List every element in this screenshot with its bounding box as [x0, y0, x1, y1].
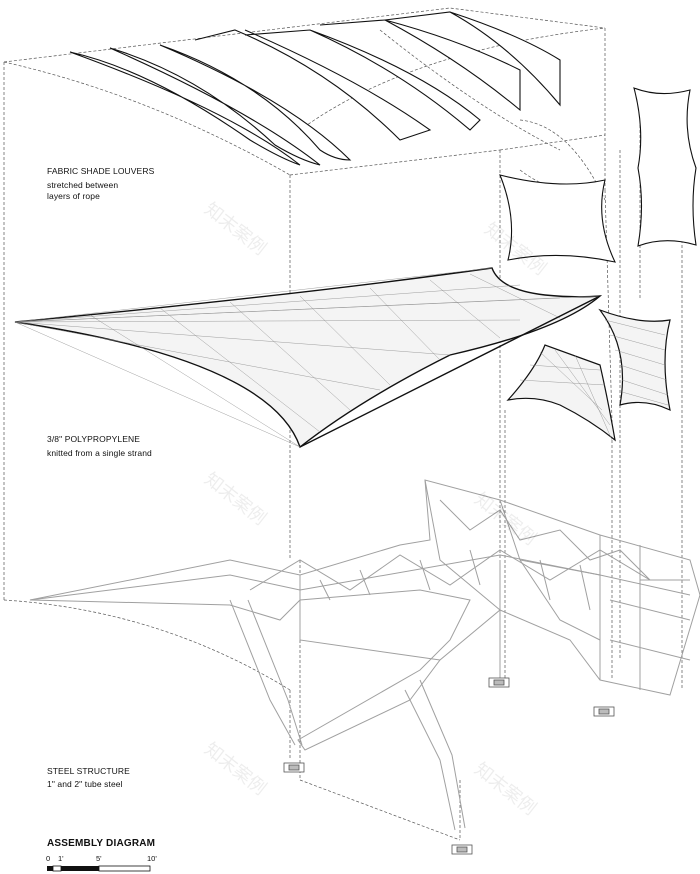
polypropylene-net: [14, 267, 671, 449]
scale-tick: 5': [96, 854, 102, 863]
scale-tick: 0: [46, 854, 51, 863]
fabric-shade-louvers: [69, 11, 697, 263]
scale-bar: [47, 865, 151, 872]
base-plates: [283, 677, 615, 855]
label-steel-structure: STEEL STRUCTURE 1" and 2" tube steel: [47, 766, 130, 790]
steel-structure: [29, 479, 700, 831]
label-title: STEEL STRUCTURE: [47, 766, 130, 776]
scale-tick: 10': [147, 854, 157, 863]
label-sub: stretched between: [47, 180, 119, 190]
label-title: 3/8" POLYPROPYLENE: [47, 434, 141, 444]
scale-tick: 1': [58, 854, 64, 863]
label-title: FABRIC SHADE LOUVERS: [47, 166, 155, 176]
label-sub: 1" and 2" tube steel: [47, 779, 123, 789]
label-sub: layers of rope: [47, 191, 100, 201]
label-polypropylene: 3/8" POLYPROPYLENE knitted from a single…: [47, 434, 152, 459]
diagram-title: ASSEMBLY DIAGRAM: [47, 838, 156, 849]
label-fabric-shade-louvers: FABRIC SHADE LOUVERS stretched between l…: [47, 166, 154, 202]
label-sub: knitted from a single strand: [47, 448, 152, 458]
projection-lines: [3, 7, 683, 841]
